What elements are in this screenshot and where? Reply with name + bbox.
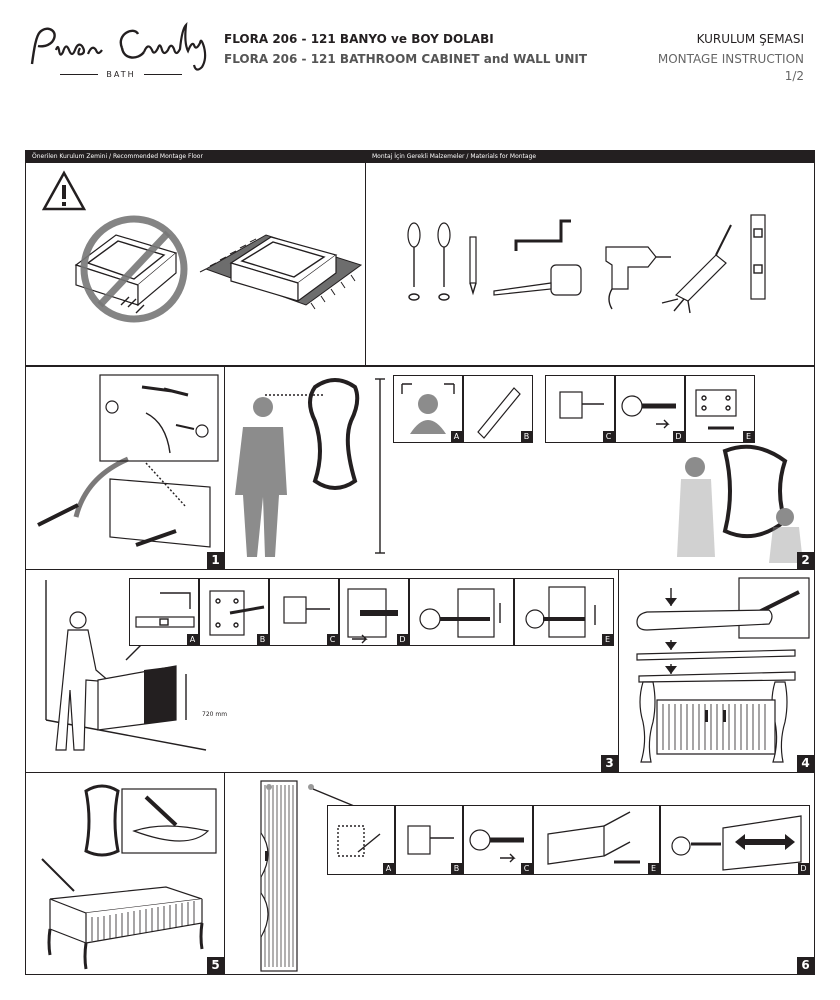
hanger-mount-icon [547, 811, 640, 865]
adjust-position-icon [671, 815, 802, 871]
step-6-number: 6 [797, 957, 814, 974]
document-title-en: FLORA 206 - 121 BATHROOM CABINET and WAL… [224, 52, 588, 66]
step-2-tag-d: D [673, 431, 684, 442]
step-2-tag-c: C [603, 431, 614, 442]
document-title-tr: FLORA 206 - 121 BANYO ve BOY DOLABI [224, 32, 494, 46]
brand-sub: BATH [26, 70, 216, 79]
page-number: 1/2 [784, 69, 804, 83]
pencil-mark-icon [477, 387, 521, 439]
dowel-screw-icon [469, 829, 524, 863]
step-6-panel: A B C E D 6 [224, 772, 815, 975]
hex-key-icon [514, 219, 571, 251]
step-2-number: 2 [797, 552, 814, 569]
step-3-sub-d2 [409, 578, 514, 646]
step-2-mirror-hanging [677, 444, 803, 563]
step-5-panel: 5 [25, 772, 225, 975]
step-6-tag-d: D [798, 863, 809, 874]
step-2-tag-b: B [521, 431, 532, 442]
step-2-illustration [235, 378, 385, 557]
step-3-tag-a: A [187, 634, 198, 645]
step-6-tag-a: A [383, 863, 394, 874]
step-2-sub-e: E [685, 375, 755, 443]
step-5-number: 5 [207, 957, 224, 974]
tape-measure-icon [493, 264, 582, 296]
step-2-sub-d: D [615, 375, 685, 443]
step-2-tag-e: E [743, 431, 754, 442]
materials-panel-label: Montaj İçin Gerekli Malzemeler / Materia… [366, 151, 814, 163]
step-2-sub-a: A [393, 375, 463, 443]
silicone-gun-icon [661, 224, 732, 314]
step-4-panel: 4 [618, 569, 815, 773]
step-6-sub-a: A [327, 805, 395, 875]
screw-tighten-icon [419, 588, 501, 638]
step-3-tag-e: E [602, 634, 613, 645]
step-3-tag-b: B [257, 634, 268, 645]
step-3-measure: 720 mm [202, 711, 227, 718]
drill-wall-icon [559, 391, 604, 419]
materials-illustration [407, 214, 766, 314]
dowel-screw-icon [621, 395, 676, 429]
doc-type-tr: KURULUM ŞEMASI [696, 32, 804, 46]
materials-panel: Montaj İçin Gerekli Malzemeler / Materia… [365, 150, 815, 366]
step-6-sub-c: C [463, 805, 533, 875]
step-1-illustration [37, 374, 219, 548]
dowel-insert-icon [347, 588, 398, 644]
step-4-illustration [636, 577, 810, 763]
step-4-number: 4 [797, 755, 814, 772]
step-5-illustration [41, 784, 217, 970]
mark-wall-icon [337, 825, 381, 857]
step-3-illustration [45, 580, 207, 751]
step-3-tag-c: C [327, 634, 338, 645]
step-6-sub-b: B [395, 805, 463, 875]
no-sign-icon [80, 215, 188, 323]
step-1-panel: 1 [25, 366, 225, 570]
step-3-panel: 720 mm A B C D [25, 569, 619, 773]
step-1-number: 1 [207, 552, 224, 569]
level-mark-icon [135, 592, 195, 628]
pencil-icon [469, 236, 477, 296]
spirit-level-icon [750, 214, 766, 300]
drill-wall-icon [283, 596, 330, 624]
step-2-tag-a: A [451, 431, 462, 442]
doc-type-en: MONTAGE INSTRUCTION [657, 52, 804, 66]
step-2-sub-b: B [463, 375, 533, 443]
step-3-sub-e: E [514, 578, 614, 646]
hanger-bracket-icon [695, 389, 737, 430]
step-3-tag-d: D [397, 634, 408, 645]
drill-wall-icon [407, 825, 454, 855]
drill-icon [605, 246, 671, 310]
step-6-tag-b: B [451, 863, 462, 874]
step-3-sub-b: B [199, 578, 269, 646]
step-3-measure-value: 720 [202, 711, 214, 718]
step-6-illustration [260, 780, 372, 972]
step-2-sub-c: C [545, 375, 615, 443]
warning-icon [41, 170, 87, 211]
screwdriver-icon [407, 222, 451, 301]
floor-panel-label: Önerilen Kurulum Zemini / Recommended Mo… [26, 151, 365, 163]
man-figure-icon [235, 397, 287, 557]
step-6-sub-e: E [533, 805, 660, 875]
step-3-sub-d: D [339, 578, 409, 646]
step-3-measure-unit: mm [215, 711, 228, 718]
step-6-sub-d: D [660, 805, 810, 875]
floor-panel: Önerilen Kurulum Zemini / Recommended Mo… [25, 150, 366, 366]
step-2-panel: A B C D E 2 [224, 366, 815, 570]
brand-logo [26, 21, 216, 84]
step-3-sub-a: A [129, 578, 199, 646]
step-6-tag-c: C [521, 863, 532, 874]
bracket-adjust-icon [525, 586, 596, 638]
step-6-tag-e: E [648, 863, 659, 874]
bracket-mark-icon [209, 590, 265, 636]
brand-logo-script-icon [30, 21, 207, 71]
step-3-number: 3 [601, 755, 618, 772]
floor-illustration [41, 170, 363, 323]
step-3-sub-c: C [269, 578, 339, 646]
face-icon [401, 383, 455, 434]
